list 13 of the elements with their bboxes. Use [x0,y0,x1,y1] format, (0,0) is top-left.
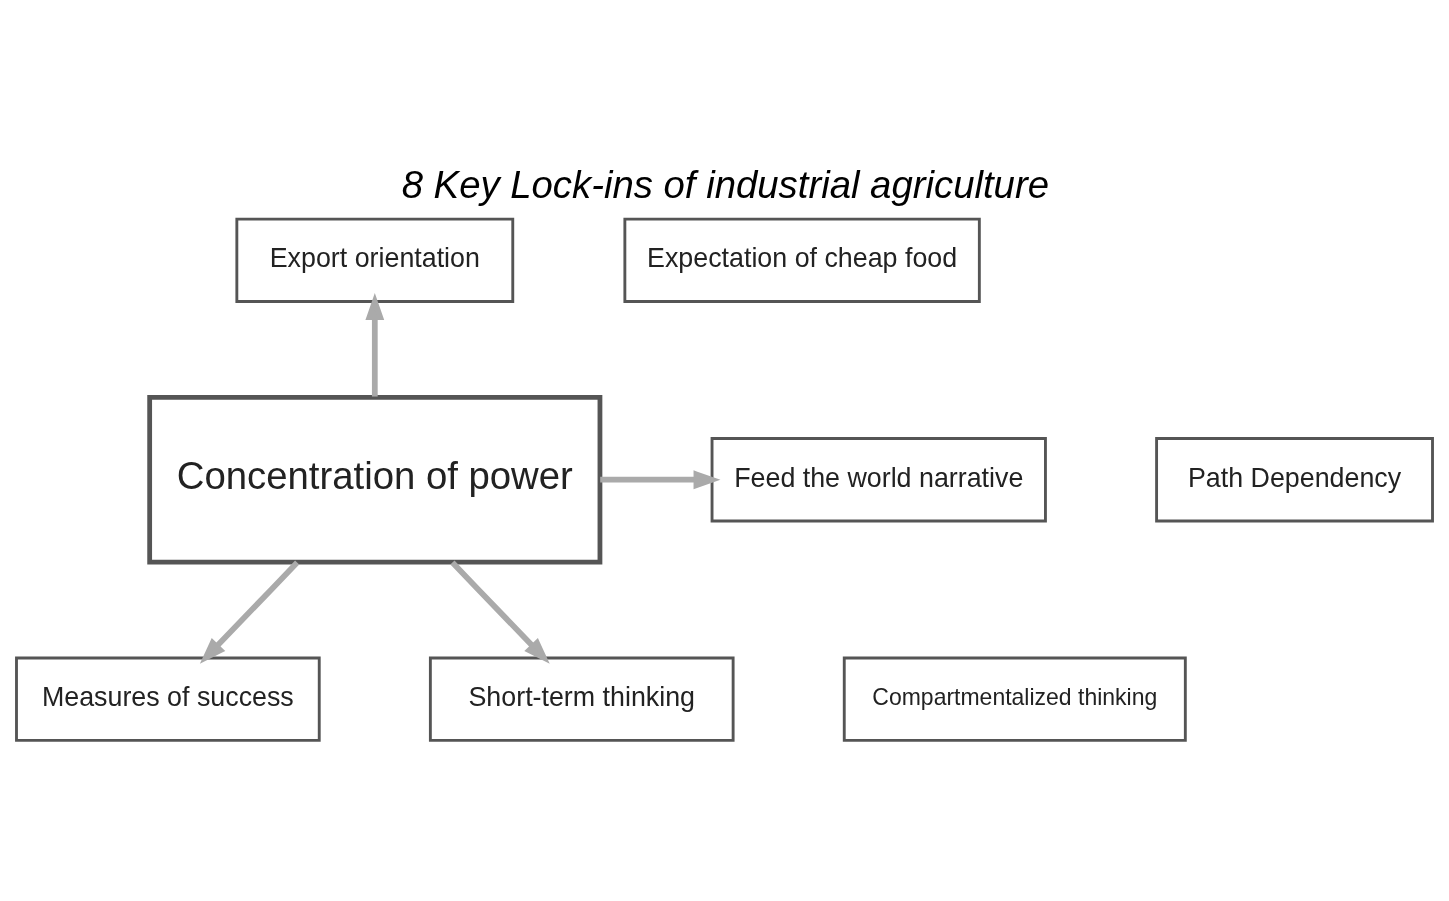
node-box: Expectation of cheap food [623,217,981,303]
arrow [199,560,300,664]
node-box: Short-term thinking [428,656,735,742]
arrow [450,560,550,664]
node-box: Export orientation [235,217,515,303]
diagram-title: 8 Key Lock-ins of industrial agriculture [401,162,1050,206]
node-box: Feed the world narrative [710,436,1047,522]
node-box: Compartmentalized thinking [842,656,1187,742]
node-box: Path Dependency [1155,436,1434,522]
arrow [365,292,385,397]
node-box: Measures of success [15,656,321,742]
node-box: Concentration of power [147,394,603,565]
arrow [600,469,721,489]
